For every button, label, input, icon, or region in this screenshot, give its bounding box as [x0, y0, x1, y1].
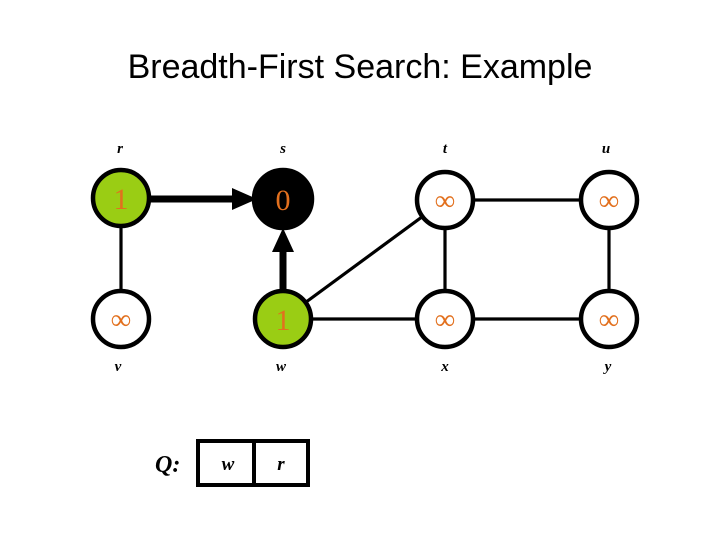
queue-cell-1[interactable] [252, 439, 310, 487]
graph-node-v[interactable]: ∞ v [90, 288, 152, 375]
node-u-circle [578, 169, 640, 231]
node-u-label: u [602, 141, 610, 157]
graph-node-x[interactable]: ∞ x [414, 288, 476, 375]
node-x-value: ∞ [435, 304, 456, 336]
node-w-label: w [276, 359, 287, 375]
node-s-circle [251, 167, 315, 231]
queue-cell-0-text: w [222, 454, 235, 475]
node-t-label: t [443, 141, 448, 157]
queue-label: Q: [155, 452, 180, 478]
queue-cell-1-text: r [277, 454, 285, 475]
node-u-value: ∞ [599, 185, 620, 217]
node-y-value: ∞ [599, 304, 620, 336]
edge-t-w [282, 198, 446, 321]
node-w-value: 1 [276, 304, 291, 337]
node-r-value: 1 [114, 183, 129, 216]
node-x-label: x [440, 359, 449, 375]
graph-node-u[interactable]: ∞ u [578, 141, 640, 231]
graph-node-w[interactable]: 1 w [252, 288, 314, 375]
node-v-value: ∞ [111, 304, 132, 336]
queue-cell-0[interactable] [196, 439, 256, 487]
node-v-label: v [115, 359, 122, 375]
node-v-circle [90, 288, 152, 350]
node-x-circle [414, 288, 476, 350]
node-s-label: s [279, 141, 286, 157]
graph-node-r[interactable]: 1 r [90, 141, 152, 229]
node-r-label: r [117, 141, 123, 157]
page-title: Breadth-First Search: Example [127, 48, 593, 86]
node-r-circle [90, 167, 152, 229]
queue-display: Q: w r [155, 439, 310, 487]
node-w-circle [252, 288, 314, 350]
node-y-label: y [603, 359, 612, 375]
graph-node-t[interactable]: ∞ t [414, 141, 476, 231]
node-t-value: ∞ [435, 185, 456, 217]
node-s-value: 0 [276, 184, 291, 217]
graph-node-y[interactable]: ∞ y [578, 288, 640, 375]
edge-layer [119, 188, 611, 321]
node-y-circle [578, 288, 640, 350]
node-t-circle [414, 169, 476, 231]
graph-node-s[interactable]: 0 s [251, 141, 315, 231]
